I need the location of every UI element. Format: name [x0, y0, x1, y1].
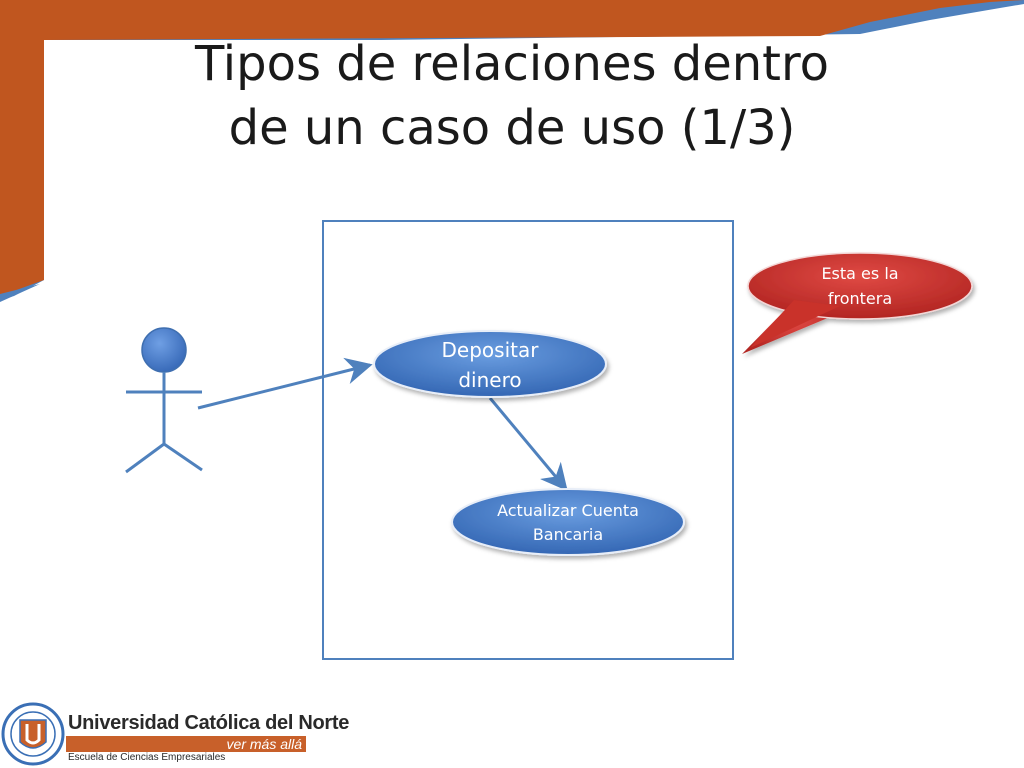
callout-bubble — [742, 252, 973, 354]
callout-line-2: frontera — [827, 289, 893, 308]
university-tagline: ver más allá — [66, 736, 306, 752]
frame-top-left — [0, 0, 1024, 302]
use-case-depositar — [373, 330, 607, 398]
callout-line-1: Esta es la — [821, 264, 899, 283]
title-line-2: de un caso de uso (1/3) — [228, 100, 796, 156]
callout-label: Esta es la frontera — [768, 261, 952, 311]
use-case-actualizar-line-1: Actualizar Cuenta — [497, 501, 639, 520]
system-boundary — [322, 220, 734, 660]
use-case-actualizar-line-2: Bancaria — [532, 525, 604, 544]
title-line-1: Tipos de relaciones dentro — [194, 36, 830, 92]
use-case-depositar-line-2: dinero — [458, 368, 522, 392]
use-case-depositar-line-1: Depositar — [441, 338, 539, 362]
university-seal-icon — [1, 702, 65, 766]
school-name: Escuela de Ciencias Empresariales — [68, 752, 226, 763]
page-title: Tipos de relaciones dentro de un caso de… — [150, 32, 874, 160]
association-line — [197, 357, 373, 410]
use-case-depositar-label: Depositar dinero — [374, 335, 606, 395]
use-case-actualizar-label: Actualizar Cuenta Bancaria — [452, 499, 684, 547]
use-case-actualizar — [451, 488, 685, 556]
actor-figure — [125, 327, 203, 474]
relation-line — [488, 397, 568, 492]
university-name: Universidad Católica del Norte — [68, 712, 350, 734]
